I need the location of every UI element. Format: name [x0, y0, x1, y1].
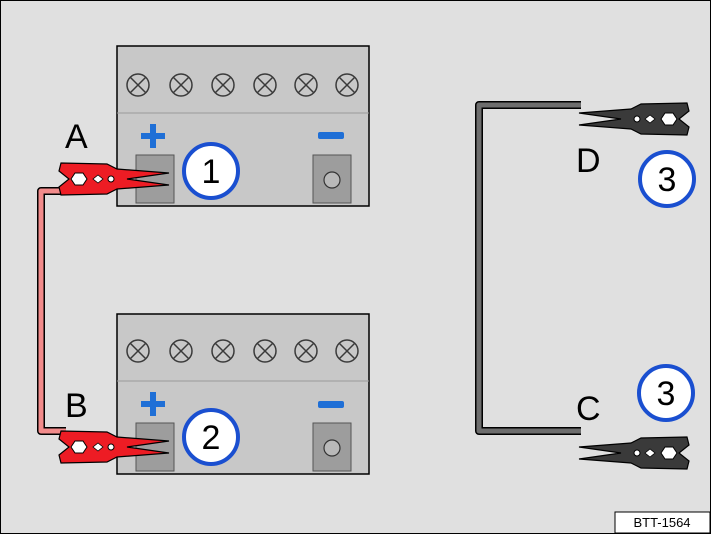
callout-3-upper: 3 [638, 150, 696, 208]
upper-positive-terminal [135, 154, 175, 204]
lower-negative-terminal [312, 422, 352, 472]
clamp-label-a: A [65, 118, 88, 156]
figure-reference: BTT-1564 [614, 511, 710, 533]
callout-3-upper-number: 3 [658, 161, 677, 199]
plus-icon [141, 124, 165, 148]
red-jumper-cable [38, 188, 66, 434]
callout-1: 1 [182, 142, 240, 200]
upper-battery [116, 45, 370, 207]
plus-icon [141, 392, 165, 416]
callout-1-number: 1 [202, 153, 221, 191]
figure-reference-text: BTT-1564 [633, 515, 690, 530]
lower-negative-post-icon [323, 439, 341, 457]
callout-2: 2 [182, 408, 240, 466]
callout-2-number: 2 [202, 419, 221, 457]
lower-battery [116, 313, 370, 475]
minus-icon [318, 401, 344, 408]
clamp-label-d: D [576, 142, 601, 180]
clamp-label-b: B [65, 387, 88, 425]
callout-3-lower-number: 3 [657, 375, 676, 413]
clamp-label-c: C [576, 390, 601, 428]
black-jumper-cable [476, 102, 581, 434]
minus-icon [318, 132, 344, 139]
upper-negative-post-icon [323, 171, 341, 189]
callout-3-lower: 3 [637, 364, 695, 422]
lower-positive-terminal [135, 422, 175, 472]
